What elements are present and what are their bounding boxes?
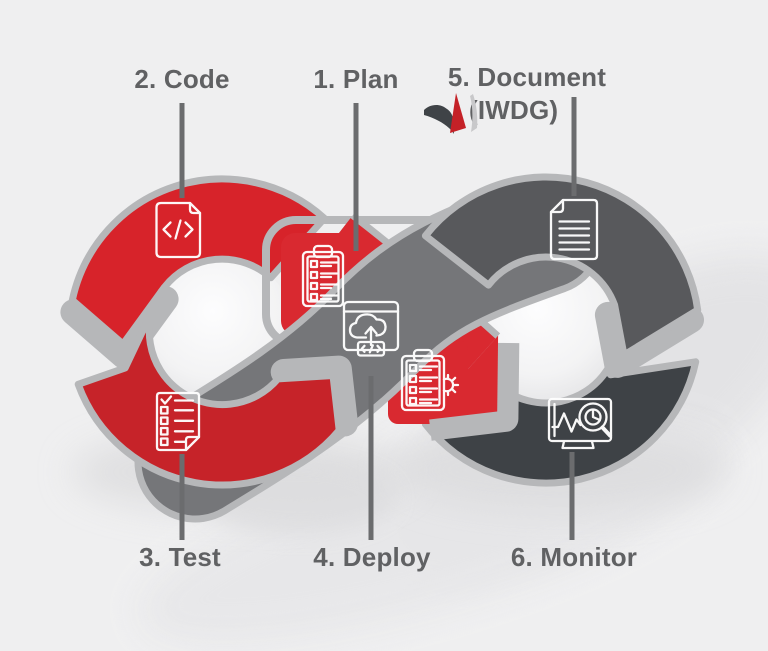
connector-lines (179, 97, 577, 540)
right-loop-top (421, 173, 704, 378)
stage-label-deploy: 4. Deploy (313, 542, 431, 572)
right-loop-bottom-arc (421, 316, 700, 487)
checklist-document-icon (155, 391, 201, 452)
stage-label-plan: 1. Plan (313, 64, 399, 94)
right-loop-top-arc (421, 173, 702, 359)
document-lines-icon (549, 198, 599, 261)
stage-label-test: 3. Test (139, 542, 221, 572)
red-ribbon-arrowhead (421, 335, 499, 421)
stage-label-code: 2. Code (134, 64, 230, 94)
iwdg-logo (424, 93, 478, 134)
left-loop-bottom-arc (74, 287, 343, 489)
stage-label-document: 5. Document (447, 62, 607, 92)
left-loop-top-arc (68, 175, 328, 348)
code-file-icon (155, 201, 202, 259)
left-loop-bottom (74, 287, 358, 489)
monitor-analytics-icon (547, 397, 613, 450)
clipboard-gear-icon (400, 348, 460, 412)
clipboard-checklist-icon (301, 244, 345, 308)
stage-label-monitor: 6. Monitor (510, 542, 638, 572)
browser-cloud-upload-icon (342, 300, 400, 357)
stage-label-document-line2: (IWDG) (469, 95, 559, 125)
